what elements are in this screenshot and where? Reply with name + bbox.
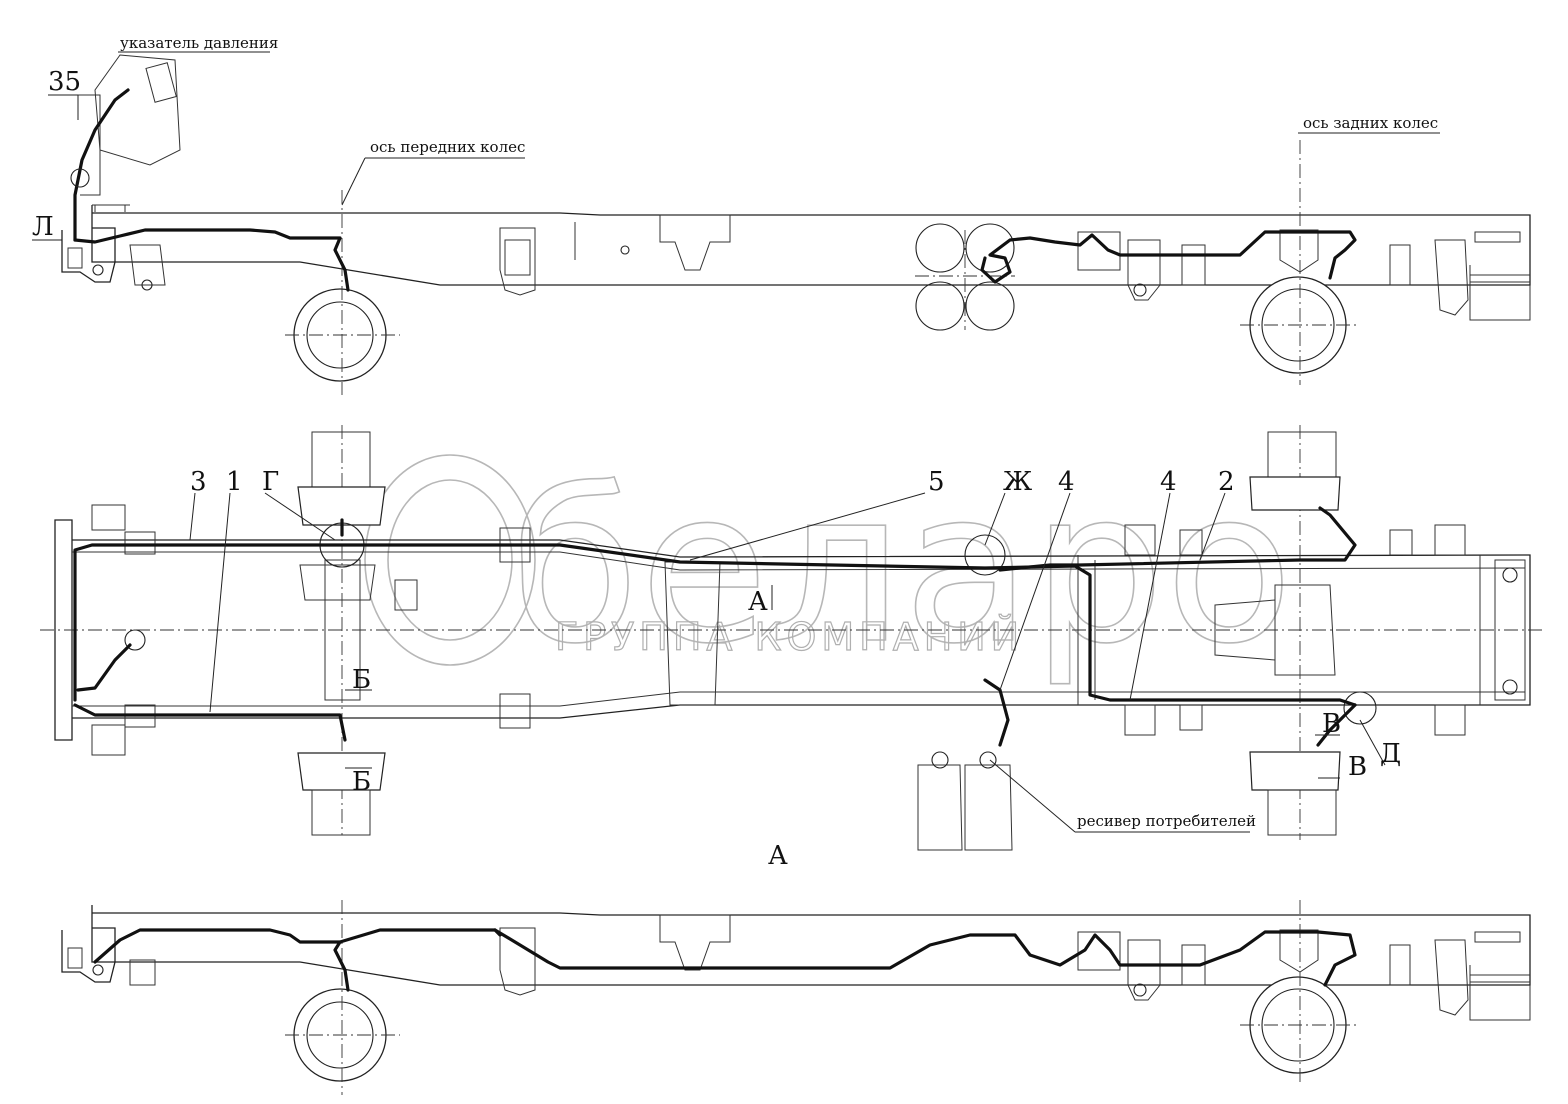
leaders	[32, 51, 1440, 833]
label-view-l: Л	[32, 212, 54, 242]
label-item-1: 1	[226, 467, 243, 497]
labels: указатель давления ось передних колес ос…	[32, 34, 1438, 871]
top-side-view	[61, 54, 1531, 395]
label-receiver: ресивер потребителей	[1077, 812, 1256, 830]
label-item-5: 5	[928, 467, 945, 497]
label-view-v1: В	[1322, 709, 1341, 739]
label-rear-axle: ось задних колес	[1303, 114, 1438, 132]
label-view-g: Г	[262, 467, 279, 497]
label-view-zh: Ж	[1003, 467, 1032, 497]
label-pressure-gauge: указатель давления	[120, 34, 278, 52]
label-item-3: 3	[190, 467, 207, 497]
label-item-35: 35	[48, 67, 81, 97]
label-item-4a: 4	[1058, 467, 1075, 497]
label-front-axle: ось передних колес	[370, 138, 525, 156]
label-item-2: 2	[1218, 467, 1235, 497]
label-view-a-arrow: А	[748, 587, 768, 617]
watermark-company: ГРУППА КОМПАНИЙ	[555, 615, 1024, 659]
bottom-side-view	[61, 900, 1531, 1095]
label-item-4b: 4	[1160, 467, 1177, 497]
label-view-d: Д	[1380, 739, 1401, 769]
label-view-v2: В	[1348, 752, 1367, 782]
watermark: беларо ГРУППА КОМПАНИЙ	[364, 444, 1294, 691]
plan-view-a	[40, 425, 1545, 851]
label-view-b2: Б	[352, 767, 371, 797]
label-view-a: А	[768, 841, 788, 871]
label-view-b1: Б	[352, 665, 371, 695]
